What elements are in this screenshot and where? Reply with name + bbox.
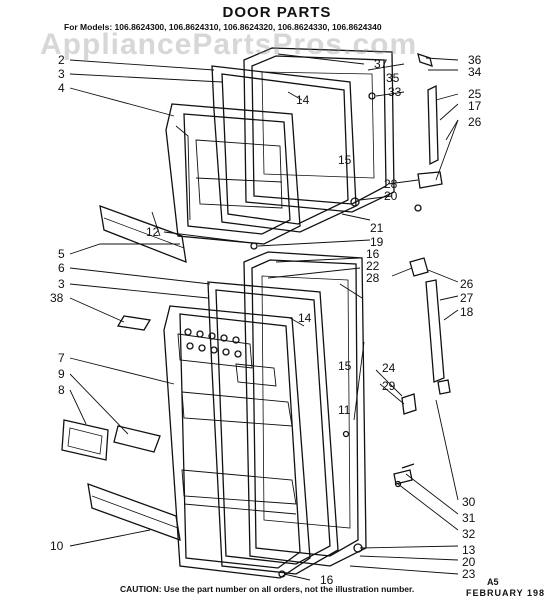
- callout-5: 5: [58, 247, 65, 261]
- callout-37: 37: [374, 57, 388, 71]
- callout-23: 23: [462, 567, 476, 581]
- refrigerator-door-gasket: [207, 281, 339, 575]
- callout-7: 7: [58, 351, 65, 365]
- freezer-door-liner: [165, 103, 301, 245]
- door-bins: [61, 315, 161, 461]
- callout-28a: 28: [384, 177, 398, 191]
- callout-4: 4: [58, 81, 65, 95]
- callout-18: 18: [460, 305, 474, 319]
- callout-9: 9: [58, 367, 65, 381]
- callout-2: 2: [58, 53, 65, 67]
- callout-labels: 2 3 4 12 5 6 3 38 7 9 8 10 14 14 15 15 1…: [50, 53, 482, 587]
- callout-24: 24: [382, 361, 396, 375]
- callout-11: 11: [338, 403, 351, 417]
- callout-36: 36: [468, 53, 482, 67]
- callout-34: 34: [468, 65, 482, 79]
- caution-note: CAUTION: Use the part number on all orde…: [120, 584, 415, 594]
- callout-17: 17: [468, 99, 482, 113]
- refrigerator-door-liner: [163, 305, 311, 579]
- callout-6: 6: [58, 261, 65, 275]
- callout-12: 12: [146, 225, 160, 239]
- page-title: DOOR PARTS: [222, 4, 332, 21]
- freezer-door-gasket: [211, 65, 357, 233]
- freezer-shelf-rail: [99, 205, 187, 264]
- callout-3: 3: [58, 67, 65, 81]
- callout-16a: 16: [366, 247, 380, 261]
- callout-30: 30: [462, 495, 476, 509]
- callout-26a: 26: [468, 115, 482, 129]
- freezer-door-panel: [243, 47, 395, 213]
- callout-27: 27: [460, 291, 474, 305]
- callout-16b: 16: [320, 573, 334, 587]
- callout-14b: 14: [298, 311, 312, 325]
- callout-32: 32: [462, 527, 476, 541]
- callout-22: 22: [366, 259, 380, 273]
- callout-10: 10: [50, 539, 64, 553]
- callout-29: 29: [382, 379, 396, 393]
- callout-15a: 15: [338, 153, 352, 167]
- callout-21: 21: [370, 221, 384, 235]
- model-list: For Models: 106.8624300, 106.8624310, 10…: [64, 22, 382, 32]
- callout-8: 8: [58, 383, 65, 397]
- watermark: AppliancePartsPros.com: [40, 28, 418, 61]
- callout-19: 19: [370, 235, 384, 249]
- callout-15b: 15: [338, 359, 352, 373]
- lower-hinge-parts: [250, 242, 451, 578]
- callout-28b: 28: [366, 271, 380, 285]
- callout-13: 13: [462, 543, 476, 557]
- refrigerator-shelf-rail: [87, 483, 181, 541]
- callout-20b: 20: [462, 555, 476, 569]
- footer-date: FEBRUARY 198: [466, 588, 546, 598]
- footer-code: A5: [487, 577, 499, 587]
- callout-3b: 3: [58, 277, 65, 291]
- callout-38: 38: [50, 291, 64, 305]
- callout-35: 35: [386, 71, 400, 85]
- callout-26b: 26: [460, 277, 474, 291]
- upper-hinge: [350, 53, 443, 212]
- callout-25: 25: [468, 87, 482, 101]
- callout-33: 33: [388, 85, 402, 99]
- callout-14a: 14: [296, 93, 310, 107]
- callout-20a: 20: [384, 189, 398, 203]
- callout-31: 31: [462, 511, 476, 525]
- leader-lines: [69, 53, 459, 581]
